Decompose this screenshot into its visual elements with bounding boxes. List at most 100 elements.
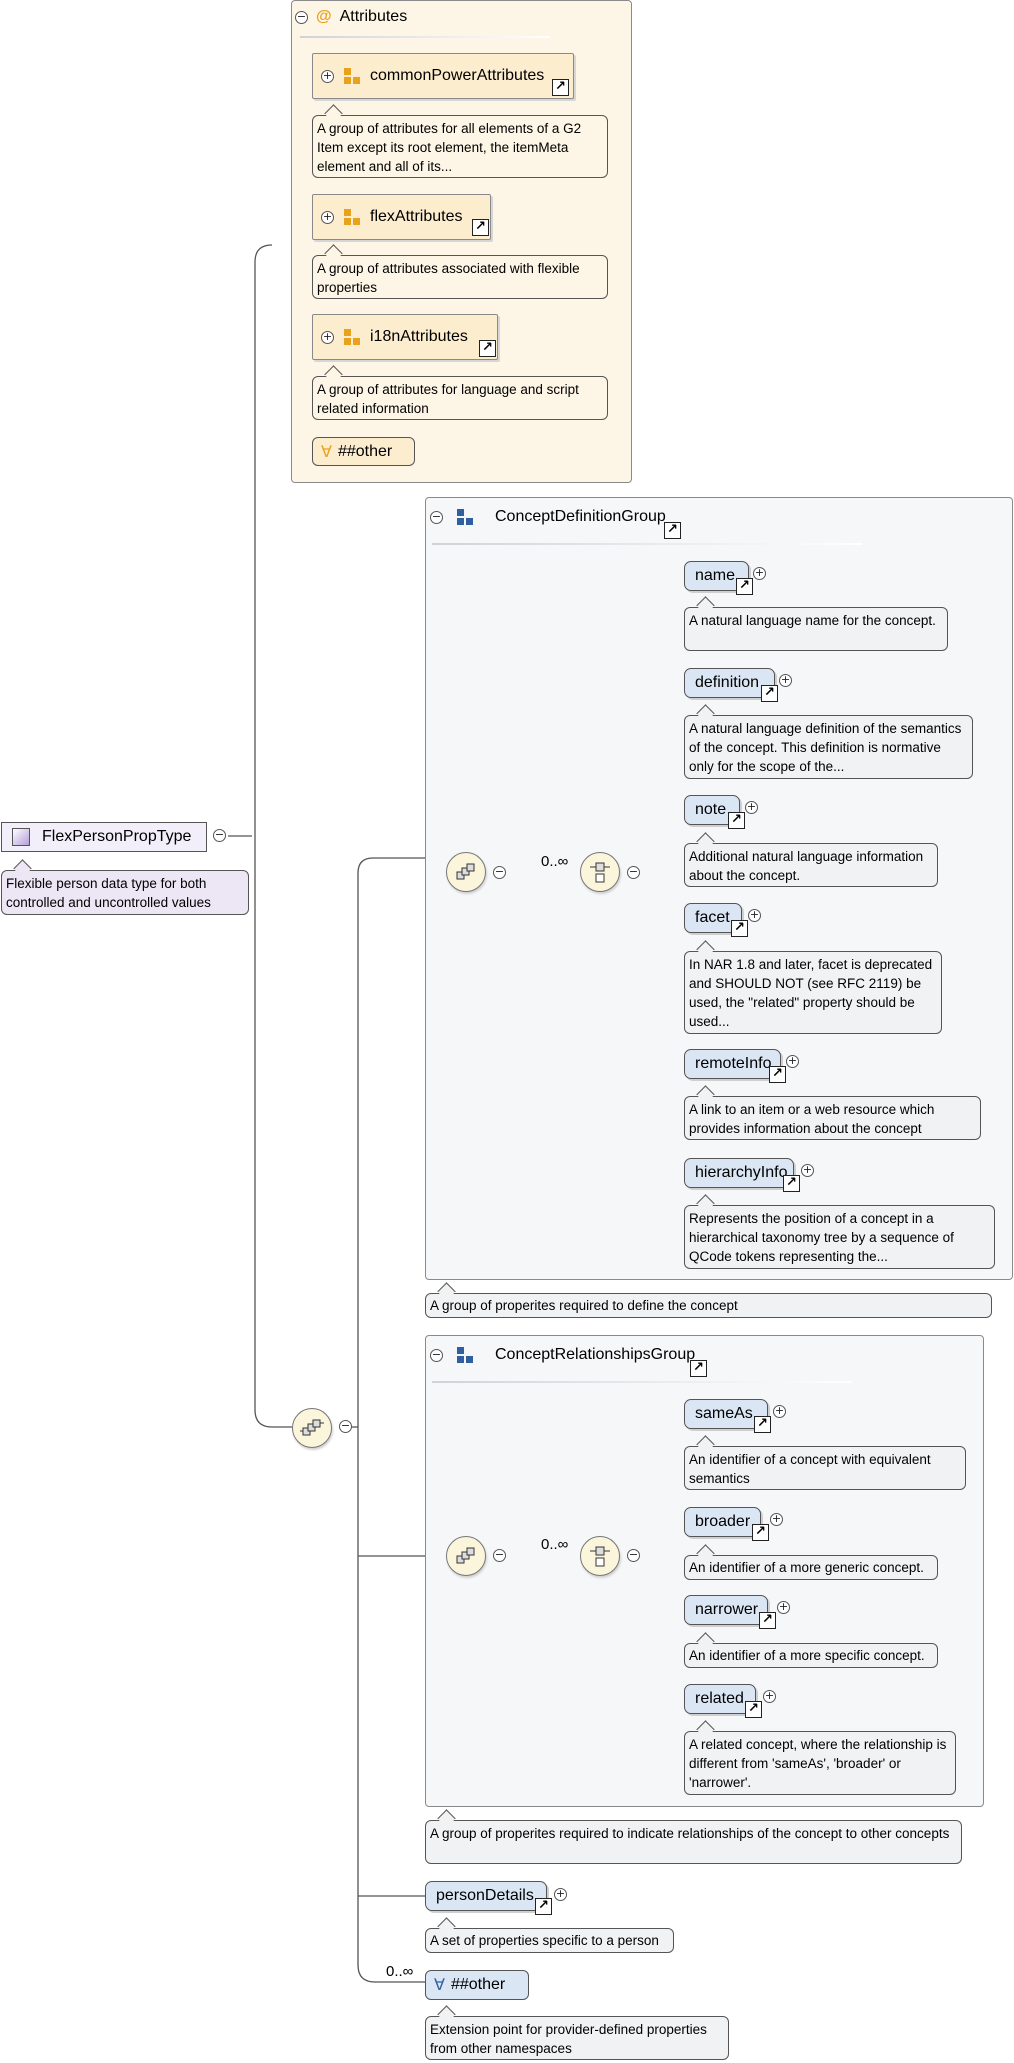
element-note: Additional natural language information … bbox=[684, 843, 938, 887]
sequence-compositor[interactable] bbox=[580, 1536, 620, 1576]
expand-icon[interactable]: + bbox=[773, 1404, 786, 1418]
root-element[interactable]: FlexPersonPropType bbox=[1, 822, 207, 852]
element-note: An identifier of a more generic concept. bbox=[684, 1555, 938, 1580]
expand-icon[interactable]: + bbox=[321, 329, 334, 344]
collapse-icon[interactable]: − bbox=[339, 1419, 352, 1433]
title-divider bbox=[432, 543, 862, 545]
element-persondetails[interactable]: personDetails bbox=[425, 1881, 547, 1911]
element-label: name bbox=[695, 567, 736, 584]
choice-compositor[interactable] bbox=[446, 1536, 486, 1576]
attribute-group-note: A group of attributes associated with fl… bbox=[312, 255, 608, 299]
link-icon[interactable]: ↗ bbox=[745, 1701, 762, 1718]
element-note: In NAR 1.8 and later, facet is deprecate… bbox=[684, 951, 942, 1034]
element-hierarchyinfo[interactable]: hierarchyInfo bbox=[684, 1158, 794, 1188]
element-definition[interactable]: definition bbox=[684, 668, 775, 698]
expand-icon[interactable]: + bbox=[554, 1887, 567, 1901]
attribute-group-label: i18nAttributes bbox=[370, 328, 468, 345]
sequence-icon bbox=[590, 862, 610, 883]
attribute-group-flexattributes[interactable]: + flexAttributes bbox=[312, 194, 491, 240]
attribute-group-commonpowerattributes[interactable]: + commonPowerAttributes bbox=[312, 53, 574, 99]
root-element-label: FlexPersonPropType bbox=[42, 828, 192, 845]
link-icon[interactable]: ↗ bbox=[479, 340, 496, 357]
expand-icon[interactable]: + bbox=[770, 1512, 783, 1526]
expand-icon[interactable]: + bbox=[753, 566, 766, 580]
element-narrower[interactable]: narrower bbox=[684, 1595, 768, 1625]
link-icon[interactable]: ↗ bbox=[761, 685, 778, 702]
expand-icon[interactable]: + bbox=[763, 1689, 776, 1703]
attribute-group-icon bbox=[344, 329, 360, 345]
expand-icon[interactable]: + bbox=[801, 1163, 814, 1177]
element-label: remoteInfo bbox=[695, 1055, 772, 1072]
collapse-icon[interactable]: − bbox=[430, 509, 443, 524]
link-icon[interactable]: ↗ bbox=[728, 812, 745, 829]
attribute-group-icon bbox=[344, 209, 360, 225]
expand-icon[interactable]: + bbox=[321, 209, 334, 224]
element-label: personDetails bbox=[436, 1887, 534, 1904]
collapse-icon[interactable]: − bbox=[627, 865, 640, 879]
link-icon[interactable]: ↗ bbox=[664, 522, 681, 539]
group-note: A group of properites required to define… bbox=[425, 1293, 992, 1318]
collapse-icon[interactable]: − bbox=[493, 1548, 506, 1562]
element-sameas[interactable]: sameAs bbox=[684, 1399, 768, 1429]
expand-icon[interactable]: + bbox=[779, 673, 792, 687]
sequence-icon bbox=[300, 1419, 324, 1436]
attribute-group-icon bbox=[344, 68, 360, 84]
model-group-icon bbox=[457, 509, 473, 525]
collapse-icon[interactable]: − bbox=[627, 1548, 640, 1562]
any-wildcard-icon: ∀ bbox=[434, 1977, 445, 1994]
attribute-group-i18nattributes[interactable]: + i18nAttributes bbox=[312, 314, 498, 360]
attributes-title: Attributes bbox=[339, 8, 408, 25]
sequence-compositor[interactable] bbox=[580, 852, 620, 892]
attribute-group-label: flexAttributes bbox=[370, 208, 463, 225]
link-icon[interactable]: ↗ bbox=[769, 1066, 786, 1083]
sequence-icon bbox=[456, 1547, 475, 1564]
expand-icon[interactable]: + bbox=[748, 908, 761, 922]
cardinality-label: 0..∞ bbox=[541, 853, 569, 870]
element-broader[interactable]: broader bbox=[684, 1507, 761, 1537]
link-icon[interactable]: ↗ bbox=[783, 1175, 800, 1192]
link-icon[interactable]: ↗ bbox=[752, 1524, 769, 1541]
root-note: Flexible person data type for both contr… bbox=[1, 870, 249, 915]
group-note: A group of properites required to indica… bbox=[425, 1820, 962, 1864]
element-label: definition bbox=[695, 674, 760, 691]
sequence-compositor[interactable] bbox=[292, 1408, 332, 1448]
element-label: note bbox=[695, 801, 727, 818]
link-icon[interactable]: ↗ bbox=[535, 1898, 552, 1915]
expand-icon[interactable]: + bbox=[321, 68, 334, 83]
element-label: sameAs bbox=[695, 1405, 753, 1422]
element-label: narrower bbox=[695, 1601, 759, 1618]
element-label: facet bbox=[695, 909, 730, 926]
element-remoteinfo[interactable]: remoteInfo bbox=[684, 1049, 781, 1079]
collapse-icon[interactable]: − bbox=[493, 865, 506, 879]
cardinality-label: 0..∞ bbox=[386, 1963, 414, 1980]
expand-icon[interactable]: + bbox=[745, 800, 758, 814]
title-divider bbox=[432, 1381, 852, 1383]
collapse-icon[interactable]: − bbox=[213, 828, 226, 842]
link-icon[interactable]: ↗ bbox=[690, 1360, 707, 1377]
element-related[interactable]: related bbox=[684, 1684, 756, 1714]
link-icon[interactable]: ↗ bbox=[754, 1416, 771, 1433]
choice-compositor[interactable] bbox=[446, 852, 486, 892]
link-icon[interactable]: ↗ bbox=[736, 578, 753, 595]
expand-icon[interactable]: + bbox=[786, 1054, 799, 1068]
link-icon[interactable]: ↗ bbox=[472, 219, 489, 236]
link-icon[interactable]: ↗ bbox=[552, 79, 569, 96]
any-wildcard-icon: ∀ bbox=[321, 443, 332, 461]
link-icon[interactable]: ↗ bbox=[731, 920, 748, 937]
element-note: Extension point for provider-defined pro… bbox=[425, 2016, 729, 2060]
collapse-icon[interactable]: − bbox=[430, 1347, 443, 1362]
attribute-group-note: A group of attributes for language and s… bbox=[312, 376, 608, 420]
sequence-icon bbox=[590, 1546, 610, 1567]
collapse-icon[interactable]: − bbox=[295, 9, 308, 24]
attribute-group-label: commonPowerAttributes bbox=[370, 67, 545, 84]
expand-icon[interactable]: + bbox=[777, 1600, 790, 1614]
element-label: related bbox=[695, 1690, 744, 1707]
any-attribute-label: ##other bbox=[337, 442, 393, 460]
element-note: A natural language name for the concept. bbox=[684, 607, 948, 651]
any-element[interactable]: ∀ ##other bbox=[425, 1970, 529, 2000]
element-note: A natural language definition of the sem… bbox=[684, 715, 973, 779]
element-note: An identifier of a concept with equivale… bbox=[684, 1446, 966, 1490]
link-icon[interactable]: ↗ bbox=[759, 1612, 776, 1629]
any-attribute[interactable]: ∀ ##other bbox=[312, 437, 415, 466]
title-divider bbox=[300, 36, 550, 38]
